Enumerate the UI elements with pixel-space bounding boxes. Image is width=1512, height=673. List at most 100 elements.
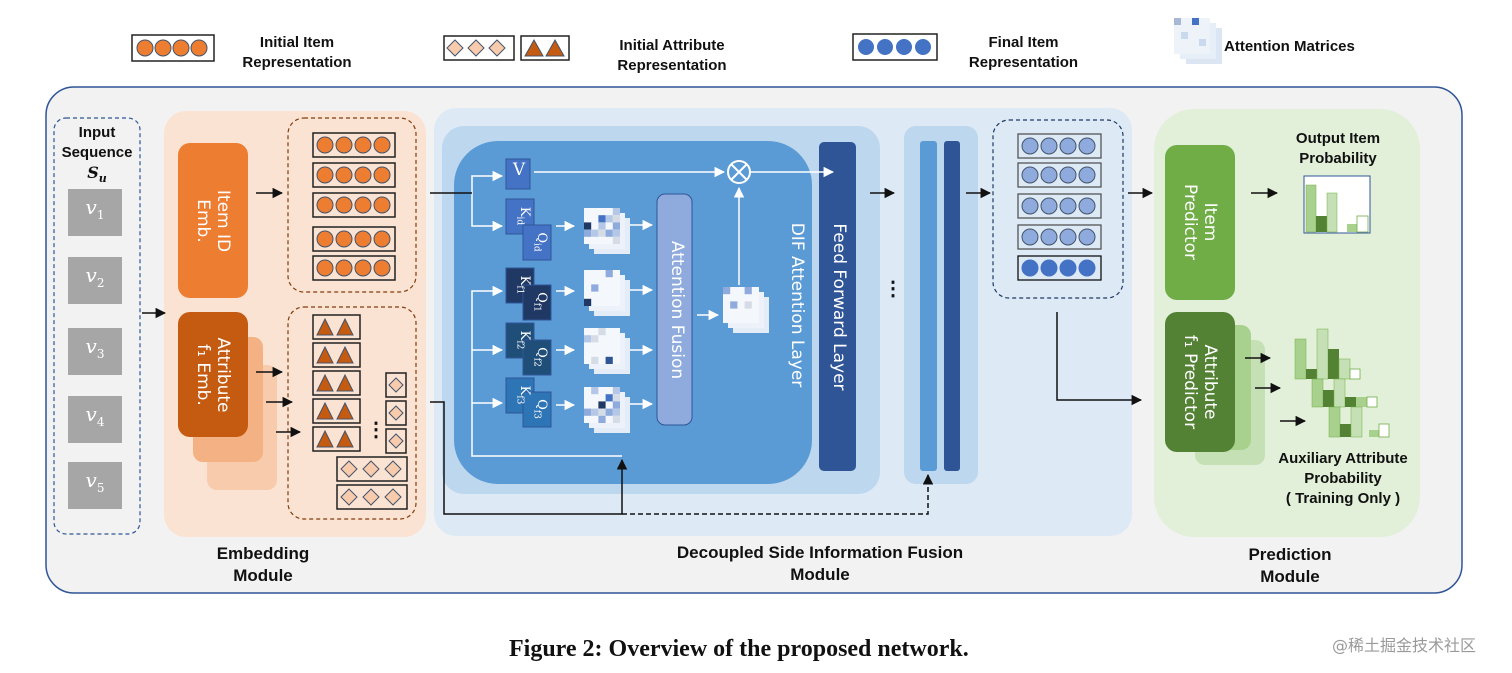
attribute-diamond-cell [385,400,407,426]
feed-forward-layer-label: Feed Forward Layer [829,223,849,391]
attribute-diamond-cell [385,428,407,454]
q-label: Qf3 [531,399,549,419]
input-item-v3 [68,328,122,375]
attribute-triangle-row [312,370,361,396]
item-embedding-row [312,162,396,188]
legend-initial-attribute-diamond-icon [443,35,515,61]
attribute-embedding-rows [312,314,408,510]
input-title-line2: Sequence [61,144,133,161]
q-f3-box [522,391,552,428]
aux-line1: Auxiliary Attribute [1278,450,1408,467]
fusion-module-line2: Module [790,565,850,584]
attribute-predictor-label: Attribute f₁ Predictor [1180,326,1220,438]
q-label: Qf2 [531,347,549,367]
embedding-module-line2: Module [233,566,293,585]
attention-matrix-f3 [584,387,630,433]
stacked-layer-light [920,141,937,471]
q-id-box [522,224,552,261]
attention-fusion-label: Attention Fusion [667,240,687,380]
watermark: @稀土掘金技术社区 [1332,636,1477,655]
v-box [505,158,531,190]
embedding-module-caption: Embedding Module [180,543,346,587]
item-predictor-label: Item Predictor [1180,180,1220,264]
attention-matrices [584,208,769,433]
auxiliary-attribute-probability-chart [1294,328,1390,438]
attribute-diamond-cell [385,372,407,398]
item-id-emb-block [178,143,248,298]
k-label: Kid [514,206,532,226]
input-item-v4 [68,396,122,443]
attribute-diamond-row [336,456,408,482]
multiply-node [727,160,751,184]
auxiliary-attribute-probability-label: Auxiliary Attribute Probability ( Traini… [1258,449,1428,509]
item-embedding-row [312,255,396,281]
prediction-module-line2: Module [1260,567,1320,586]
legend-final-item-icon [852,33,938,61]
attr-predictor-line1: Attribute [1200,344,1220,420]
item-emb-line2: Emb. [193,199,213,243]
q-label: Qid [531,232,549,252]
q-f2-box [522,339,552,376]
aux-line2: Probability [1304,470,1382,487]
dif-attention-layer-label: DIF Attention Layer [787,222,807,388]
item-embedding-row [312,132,396,158]
item-id-emb-label: Item ID Emb. [193,179,233,263]
legend-attention-matrices-icon [1174,18,1222,64]
legend-initial-item-line2: Representation [242,54,352,71]
input-item-label: v4 [85,402,105,429]
final-item-row [1017,224,1102,250]
attribute-ellipsis: ⋮ [366,419,386,441]
legend-initial-attribute-label: Initial Attribute Representation [592,36,752,76]
input-item-label: v5 [85,468,105,495]
legend-initial-attribute-line1: Initial Attribute [619,37,725,54]
stacked-layer-dark [944,141,960,471]
legend-attention-matrices-label: Attention Matrices [1224,38,1355,55]
output-prob-line2: Probability [1299,150,1377,167]
aux-line3: ( Training Only ) [1285,490,1401,507]
item-predictor-line1: Item [1200,202,1220,242]
input-item-label: v1 [85,195,105,222]
attention-fusion-block [656,193,693,426]
item-embedding-rows [312,132,396,281]
attention-matrix-f2 [584,328,630,374]
item-embedding-row [312,192,396,218]
final-item-rows [1017,133,1102,281]
feed-forward-layer [819,142,856,471]
attribute-triangle-row [312,314,361,340]
fusion-module-caption: Decoupled Side Information Fusion Module [620,542,1020,586]
legend-initial-item-label: Initial Item Representation [222,33,372,73]
q-f1-box [522,284,552,321]
output-item-probability-chart [1303,175,1371,234]
input-sequence-title: Input Sequence Su [54,123,140,189]
embedding-module-line1: Embedding [216,544,310,563]
prediction-module-caption: Prediction Module [1220,544,1360,588]
figure-caption: Figure 2: Overview of the proposed netwo… [509,636,969,662]
legend-final-item-label: Final Item Representation [946,33,1101,73]
legend-final-item-line1: Final Item [988,34,1059,51]
prediction-module-line1: Prediction [1248,545,1332,564]
attribute-diamond-row [336,484,408,510]
input-item-label: v3 [85,334,105,361]
final-item-row [1017,193,1102,219]
attention-matrix-id [584,208,630,254]
legend-final-item-line2: Representation [968,54,1079,71]
attr-emb-line2: f₁ Emb. [193,344,213,406]
item-predictor-block [1165,145,1235,300]
attr-emb-line1: Attribute [213,337,233,413]
attr-predictor-line2: f₁ Predictor [1180,334,1200,430]
final-item-row [1017,133,1102,159]
input-sequence-symbol: Su [54,163,140,189]
legend-initial-item-icon [131,34,215,62]
input-item-label: v2 [85,263,105,290]
legend-initial-attribute-triangle-icon [520,35,570,61]
output-item-probability-label: Output Item Probability [1268,129,1408,169]
attribute-emb-label: Attribute f₁ Emb. [193,321,233,429]
attribute-triangle-row [312,398,361,424]
item-predictor-line2: Predictor [1180,184,1200,260]
input-symbol-sub: u [98,172,107,186]
input-item-v2 [68,257,122,304]
attention-matrix-f1 [584,270,630,316]
item-emb-line1: Item ID [213,189,233,253]
item-embedding-row [312,226,396,252]
